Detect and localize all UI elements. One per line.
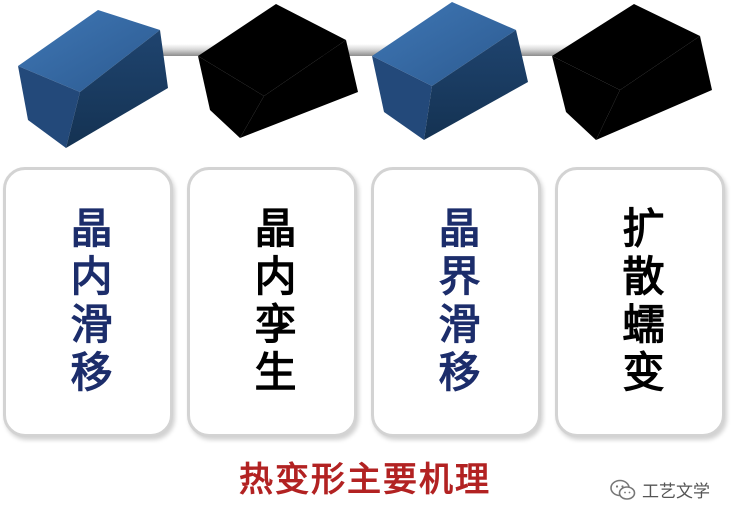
black-cube	[552, 4, 712, 140]
watermark-text: 工艺文学	[642, 482, 710, 502]
blue-cube	[372, 2, 528, 140]
mechanism-label: 晶内滑移	[64, 206, 113, 398]
mechanism-card-diffusion-creep: 扩散蠕变	[555, 167, 725, 437]
mechanism-label: 扩散蠕变	[616, 206, 665, 398]
mechanism-card-intragranular-slip: 晶内滑移	[3, 167, 173, 437]
watermark: 工艺文学	[610, 477, 710, 502]
wechat-icon	[610, 479, 636, 500]
diagram-caption: 热变形主要机理	[239, 460, 491, 500]
mechanism-label: 晶界滑移	[432, 206, 481, 398]
mechanism-label: 晶内孪生	[248, 206, 297, 398]
black-cube	[198, 4, 358, 138]
mechanism-card-intragranular-twinning: 晶内孪生	[187, 167, 357, 437]
cube-chain-illustration	[18, 2, 712, 148]
mechanism-card-grain-boundary-sliding: 晶界滑移	[371, 167, 541, 437]
blue-cube	[18, 10, 168, 148]
